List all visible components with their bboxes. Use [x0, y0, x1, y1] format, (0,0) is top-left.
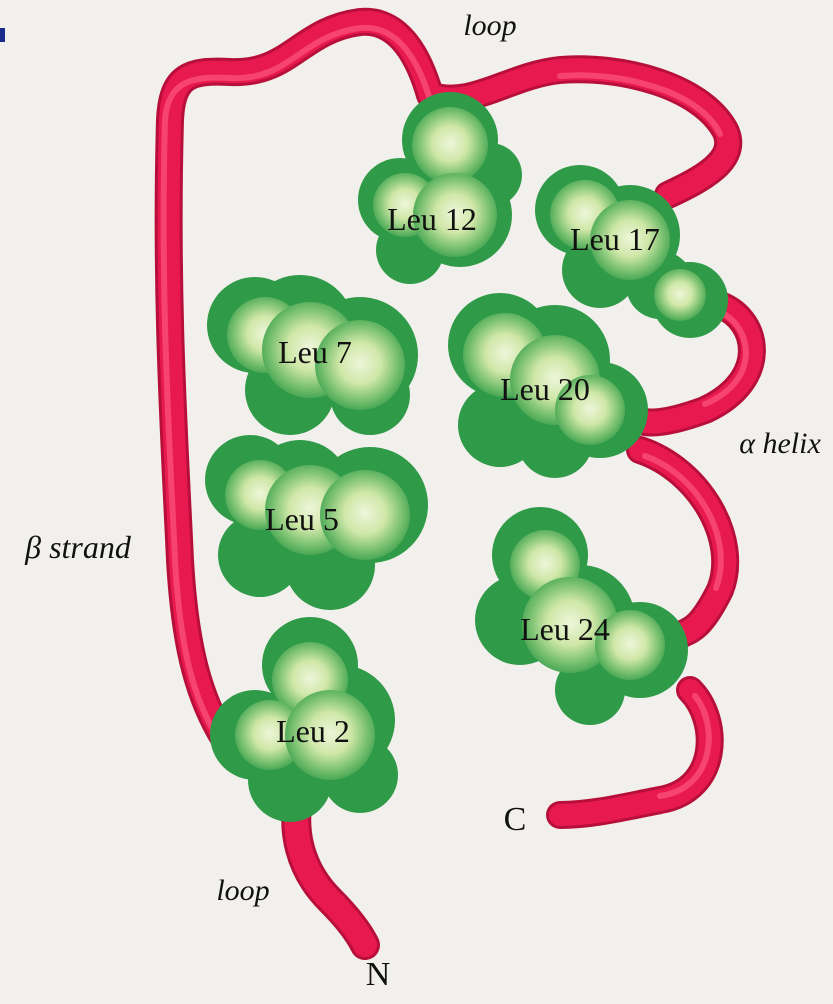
n-terminus-label: N — [366, 956, 391, 993]
loop-bottom-label: loop — [216, 874, 269, 907]
c-terminus-label: C — [504, 801, 527, 838]
residue-label-leu5: Leu 5 — [265, 501, 339, 537]
residue-label-leu12: Leu 12 — [387, 201, 477, 237]
leu12-blob — [358, 92, 522, 284]
alpha-helix-label: α helix — [739, 427, 821, 460]
residue-label-leu7: Leu 7 — [278, 334, 352, 370]
residue-label-leu20: Leu 20 — [500, 371, 590, 407]
residue-label-leu17: Leu 17 — [570, 221, 660, 257]
corner-mark — [0, 28, 5, 42]
beta-strand-label: β strand — [24, 529, 132, 565]
residue-label-leu24: Leu 24 — [520, 611, 610, 647]
loop-top-label: loop — [463, 9, 516, 42]
residue-label-leu2: Leu 2 — [276, 713, 350, 749]
